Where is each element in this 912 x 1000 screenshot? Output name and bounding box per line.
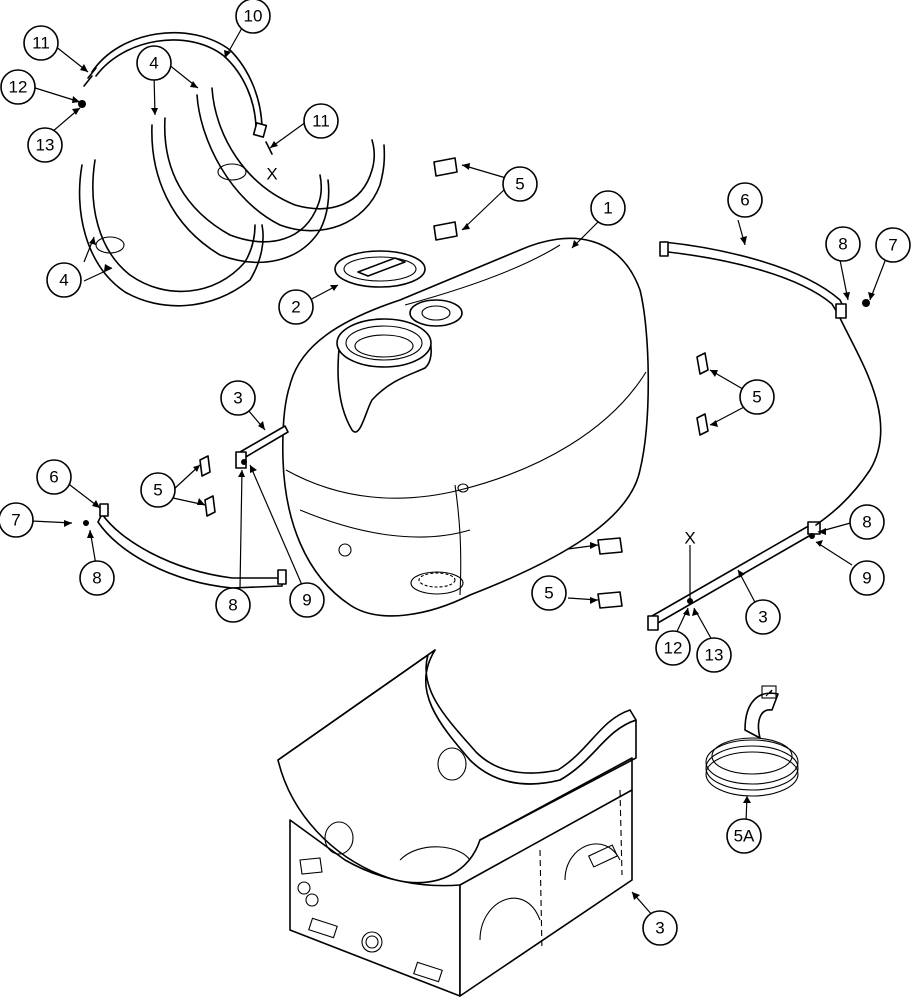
- svg-text:1: 1: [603, 199, 612, 218]
- callout-13-left: 13: [27, 127, 63, 163]
- callout-3-right: 3: [745, 599, 781, 635]
- strap-6-left: [83, 503, 287, 589]
- callout-4-top: 4: [136, 45, 172, 81]
- svg-text:12: 12: [664, 639, 683, 658]
- svg-text:2: 2: [291, 298, 300, 317]
- callout-12-right: 12: [655, 630, 691, 666]
- tank-lid: [334, 250, 426, 288]
- svg-text:3: 3: [233, 389, 242, 408]
- svg-text:8: 8: [838, 235, 847, 254]
- svg-text:6: 6: [740, 191, 749, 210]
- callout-5-top: 5: [502, 166, 538, 202]
- callout-2: 2: [278, 289, 314, 325]
- svg-text:6: 6: [49, 468, 58, 487]
- strap-10: [78, 31, 273, 155]
- svg-text:9: 9: [862, 569, 871, 588]
- callout-6-left: 6: [36, 459, 72, 495]
- rail-left: [235, 425, 289, 469]
- callout-11-top: 11: [23, 25, 59, 61]
- callout-8-mid: 8: [215, 587, 251, 623]
- rail-right: [647, 521, 821, 631]
- hose-coil: [705, 685, 799, 797]
- callout-1: 1: [590, 190, 626, 226]
- tank-port: [409, 299, 463, 327]
- x-reference-mark: X: [684, 529, 695, 548]
- svg-text:3: 3: [758, 608, 767, 627]
- svg-text:5: 5: [544, 584, 553, 603]
- callout-5-bottom: 5: [531, 575, 567, 611]
- svg-text:10: 10: [244, 7, 263, 26]
- tie-line: [815, 317, 882, 526]
- callout-6-right: 6: [727, 182, 763, 218]
- callout-8-right-bottom: 8: [849, 504, 885, 540]
- svg-text:9: 9: [302, 591, 311, 610]
- svg-text:7: 7: [11, 511, 20, 530]
- callout-11-mid: 11: [303, 103, 339, 139]
- callout-7-left: 7: [0, 502, 34, 538]
- callout-12-left: 12: [0, 69, 36, 105]
- svg-text:8: 8: [862, 513, 871, 532]
- callout-8-right-top: 8: [825, 226, 861, 262]
- x-reference-mark: X: [266, 165, 277, 184]
- svg-text:3: 3: [655, 919, 664, 938]
- svg-text:5: 5: [515, 175, 524, 194]
- svg-text:8: 8: [92, 569, 101, 588]
- svg-text:12: 12: [9, 78, 28, 97]
- svg-text:11: 11: [32, 34, 50, 53]
- svg-text:5A: 5A: [734, 827, 755, 846]
- tank: [282, 237, 650, 617]
- callout-5-right: 5: [739, 379, 775, 415]
- callout-10: 10: [235, 0, 271, 34]
- callout-9-left: 9: [289, 582, 325, 618]
- arrowheads: [64, 50, 875, 900]
- cradle: [277, 649, 637, 997]
- saddle-straps: [78, 87, 386, 307]
- callout-7-right: 7: [875, 227, 911, 263]
- callout-9-right: 9: [849, 560, 885, 596]
- callout-8-left: 8: [79, 560, 115, 596]
- callout-4-left: 4: [46, 262, 82, 298]
- svg-text:5: 5: [752, 388, 761, 407]
- svg-text:7: 7: [888, 236, 897, 255]
- strap-6-right: [659, 241, 870, 319]
- svg-text:5: 5: [153, 481, 162, 500]
- svg-text:8: 8: [228, 596, 237, 615]
- callout-5-left: 5: [140, 472, 176, 508]
- fill-neck: [336, 318, 432, 433]
- svg-text:13: 13: [36, 136, 55, 155]
- clips: [199, 157, 709, 609]
- svg-text:4: 4: [149, 54, 158, 73]
- svg-text:11: 11: [312, 112, 330, 131]
- svg-text:4: 4: [59, 271, 68, 290]
- callout-5a: 5A: [726, 818, 762, 854]
- callout-3-base: 3: [642, 910, 678, 946]
- callout-13-right: 13: [696, 637, 732, 673]
- svg-text:13: 13: [705, 646, 724, 665]
- callout-3-left: 3: [220, 380, 256, 416]
